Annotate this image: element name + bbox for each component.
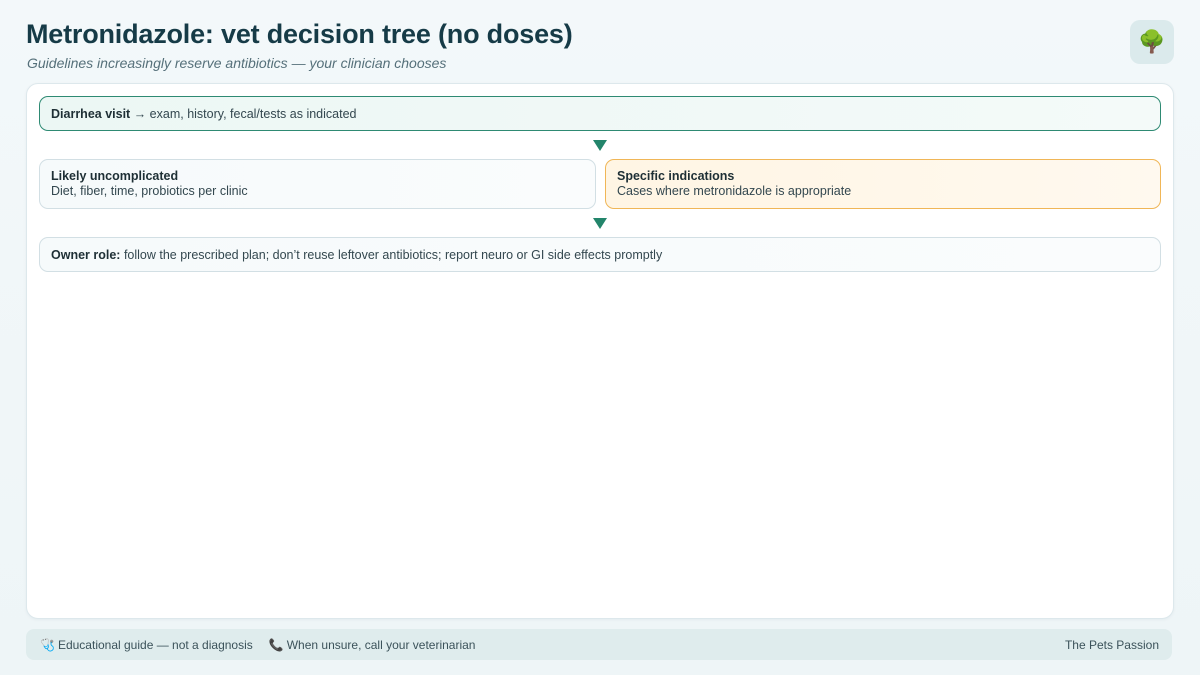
footer-notes: 🩺 Educational guide — not a diagnosis 📞 …	[40, 629, 491, 660]
node-owner-role-label: Owner role:	[51, 247, 121, 262]
stethoscope-icon: 🩺	[40, 637, 55, 652]
footer-brand: The Pets Passion	[1064, 637, 1159, 652]
node-likely-uncomplicated: Likely uncomplicated Diet, fiber, time, …	[39, 159, 596, 209]
arrow-down-icon	[593, 140, 607, 151]
node-likely-uncomplicated-title: Likely uncomplicated	[51, 169, 179, 183]
arrow-down-icon	[593, 218, 607, 229]
phone-icon: 📞	[268, 637, 284, 652]
footer-bar: 🩺 Educational guide — not a diagnosis 📞 …	[26, 629, 1172, 660]
node-specific-indications-title: Specific indications	[617, 169, 735, 183]
node-owner-role-text: follow the prescribed plan; don’t reuse …	[123, 247, 663, 262]
node-diarrhea-visit: Diarrhea visit → exam, history, fecal/te…	[39, 96, 1161, 131]
footer-item-disclaimer: 🩺 Educational guide — not a diagnosis	[40, 638, 253, 652]
node-owner-role: Owner role: follow the prescribed plan; …	[39, 237, 1161, 272]
node-diarrhea-visit-text: → exam, history, fecal/tests as indicate…	[133, 106, 357, 121]
page-title: Metronidazole: vet decision tree (no dos…	[26, 19, 573, 49]
node-diarrhea-visit-label: Diarrhea visit	[51, 106, 131, 121]
tree-icon: 🌳	[1130, 20, 1174, 64]
node-specific-indications-text: Cases where metronidazole is appropriate	[617, 184, 852, 198]
node-specific-indications: Specific indications Cases where metroni…	[605, 159, 1161, 209]
node-likely-uncomplicated-text: Diet, fiber, time, probiotics per clinic	[51, 184, 248, 198]
footer-disclaimer-text: Educational guide — not a diagnosis	[57, 637, 253, 652]
decision-tree-card: Diarrhea visit → exam, history, fecal/te…	[26, 83, 1174, 619]
footer-item-call-vet: 📞 When unsure, call your veterinarian	[269, 638, 476, 652]
footer-call-vet-text: When unsure, call your veterinarian	[286, 637, 476, 652]
page-subtitle: Guidelines increasingly reserve antibiot…	[27, 55, 447, 71]
